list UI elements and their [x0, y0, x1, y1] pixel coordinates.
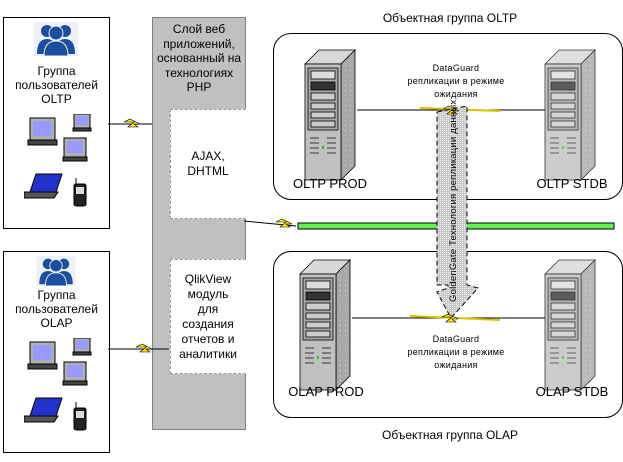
module-line: QlikView [184, 271, 232, 286]
desktop-computer-icon [62, 361, 88, 386]
replication-label-oltp: DataGuard репликации в режиме ожидания [386, 62, 526, 101]
label-line: ожидания [434, 360, 478, 370]
label-line: DataGuard [432, 334, 480, 344]
module-line: отчетов и [181, 331, 235, 346]
lightning-icon [135, 343, 153, 353]
title-line: пользователей [15, 302, 98, 316]
title-line: OLTP [41, 92, 72, 106]
title-line: Группа [37, 64, 76, 78]
web-layer-title: Слой веб приложений, основанный на техно… [153, 22, 245, 95]
object-group-label-oltp: Объектная группа OLTP [382, 11, 518, 25]
users-icon [34, 22, 78, 56]
user-group-title: Группа пользователей OLAP [4, 288, 109, 330]
replication-label-olap: DataGuard репликации в режиме ожидания [386, 333, 526, 372]
title-line: пользователей [15, 78, 98, 92]
title-line: основанный на [156, 51, 242, 65]
user-group-oltp: Группа пользователей OLTP [3, 17, 110, 229]
server-label-oltp-prod: OLTP PROD [293, 176, 367, 191]
user-group-title: Группа пользователей OLTP [4, 64, 109, 106]
label-line: репликации в режиме [407, 347, 505, 357]
user-group-olap: Группа пользователей OLAP [3, 251, 110, 453]
server-label-oltp-stdb: OLTP STDB [536, 176, 608, 191]
laptop-icon [24, 173, 63, 199]
server-icon-olap-stdb [544, 259, 596, 391]
small-computer-icon [72, 338, 92, 356]
title-line: технологиях [164, 65, 234, 80]
goldengate-arrow [436, 105, 479, 319]
lightning-icon [123, 118, 141, 128]
link-olap-users-to-web [108, 343, 169, 353]
desktop-computer-icon [27, 117, 58, 146]
label-line: репликации в режиме [407, 76, 505, 86]
server-icon-oltp-stdb [544, 49, 596, 181]
users-icon [36, 256, 76, 286]
module-qlikview: QlikView модуль для создания отчетов и а… [170, 259, 246, 374]
link-oltp-users-to-web [108, 118, 152, 128]
link-web-to-bus [243, 218, 297, 228]
label-line: DataGuard [432, 63, 480, 73]
devices-cluster [24, 338, 92, 431]
module-line: создания [182, 316, 234, 331]
laptop-icon [24, 397, 63, 423]
server-icon-oltp-prod [304, 49, 356, 181]
desktop-computer-icon [27, 341, 58, 370]
server-icon-olap-prod [299, 259, 351, 391]
module-ajax: AJAX, DHTML [170, 109, 246, 219]
server-label-olap-stdb: OLAP STDB [535, 384, 609, 399]
module-line: для [197, 301, 219, 316]
label-line: ожидания [434, 89, 478, 99]
goldengate-label: GoldenGate Технология репликации данных [448, 99, 459, 302]
module-line: модуль [187, 286, 229, 301]
small-computer-icon [72, 114, 92, 132]
module-line: DHTML [187, 164, 229, 178]
object-group-label-olap: Объектная группа OLAP [382, 428, 518, 442]
module-line: аналитики [179, 346, 237, 361]
web-application-layer: Слой веб приложений, основанный на техно… [152, 17, 246, 430]
mobile-phone-icon [73, 402, 87, 431]
title-line: приложений, [163, 36, 235, 51]
mobile-phone-icon [73, 178, 87, 207]
module-line: AJAX, [191, 149, 225, 163]
title-line: OLAP [40, 316, 73, 330]
title-line: PHP [186, 80, 212, 94]
desktop-computer-icon [62, 137, 88, 162]
title-line: Слой веб [172, 22, 226, 36]
devices-cluster [24, 114, 92, 207]
server-label-olap-prod: OLAP PROD [288, 384, 364, 399]
title-line: Группа [37, 288, 76, 302]
